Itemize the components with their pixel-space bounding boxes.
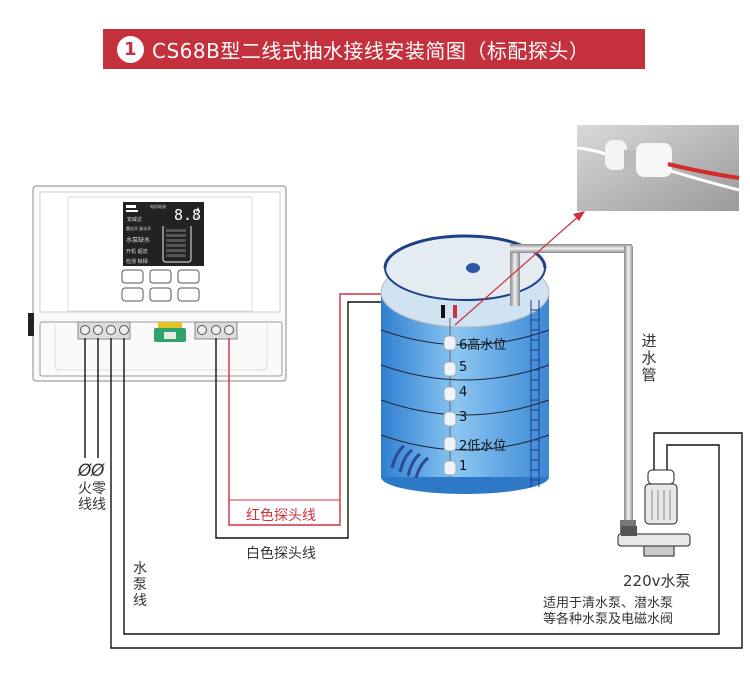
probe-pointer-arrow xyxy=(573,211,585,221)
terminal-screw xyxy=(211,325,221,335)
inlet-pipe-label: 进水管 xyxy=(641,332,657,384)
step-number-badge: 1 xyxy=(117,35,144,63)
red-probe-connector xyxy=(453,305,457,318)
terminal-screw xyxy=(93,325,103,335)
svg-text:电机电流: 电机电流 xyxy=(150,203,166,209)
probe-photo xyxy=(576,125,740,211)
svg-text:检测 缺相: 检测 缺相 xyxy=(126,258,148,265)
probe-level-label-3: 3 xyxy=(459,410,468,425)
white-probe-wire-label: 白色探头线 xyxy=(246,546,316,562)
live-wire-label: 火线 xyxy=(78,481,92,513)
pump-wire-label: 水泵线 xyxy=(133,561,147,609)
pump-title: 220v水泵 xyxy=(623,572,691,590)
probe-level-label-5: 5 xyxy=(459,360,468,375)
pump-wire-outer xyxy=(110,338,743,649)
probe-float-2 xyxy=(443,436,457,452)
panel-button-5 xyxy=(149,287,172,302)
water-pump xyxy=(617,469,691,557)
lcd-unit: A xyxy=(196,207,201,214)
red-label-box xyxy=(228,499,341,526)
svg-text:开机 超流: 开机 超流 xyxy=(126,248,148,255)
left-terminal-strip xyxy=(77,321,131,340)
controller-unit: 安威达 电机电流 8.8 A 分 重启开 缺水开 水泵缺水 开机 超流 检测 缺… xyxy=(28,185,287,382)
lcd-digits: 8.8 xyxy=(174,206,201,224)
probe-float-3 xyxy=(443,411,457,427)
tank-base-supports xyxy=(390,444,429,479)
pump-description-line1: 适用于清水泵、潜水泵 xyxy=(543,596,674,611)
panel-button-2 xyxy=(149,269,172,284)
probe-pointer-line xyxy=(454,214,581,326)
panel-button-1 xyxy=(121,269,144,284)
probe-float-4 xyxy=(443,386,457,402)
pump-wire-inner xyxy=(123,338,720,635)
probe-float-6 xyxy=(443,335,457,351)
tank-vent xyxy=(466,263,480,273)
lcd-brand: 安威达 xyxy=(127,216,142,223)
live-phase-symbol: Ø xyxy=(78,461,92,481)
fuse-yellow xyxy=(158,322,182,328)
white-probe-connector xyxy=(441,305,445,318)
probe-level-label-2: 2低水位 xyxy=(459,439,507,454)
panel-button-4 xyxy=(121,287,144,302)
probe-level-label-6: 6高水位 xyxy=(459,338,507,353)
title-banner: 1 CS68B型二线式抽水接线安装简图（标配探头） xyxy=(103,29,645,69)
probe-level-label-4: 4 xyxy=(459,385,468,400)
probe-float-1 xyxy=(443,460,457,476)
panel-button-6 xyxy=(177,287,200,302)
panel-button-3 xyxy=(177,269,200,284)
terminal-screw xyxy=(80,325,90,335)
title-text: CS68B型二线式抽水接线安装简图（标配探头） xyxy=(152,38,590,63)
svg-text:分: 分 xyxy=(196,214,200,220)
terminal-screw xyxy=(119,325,129,335)
tank-ladder xyxy=(530,300,540,487)
water-tank xyxy=(380,234,550,494)
svg-text:水泵缺水: 水泵缺水 xyxy=(126,236,150,244)
terminal-screw xyxy=(197,325,207,335)
neutral-wire-label: 零线 xyxy=(92,481,106,513)
pump-description-line2: 等各种水泵及电磁水阀 xyxy=(543,612,674,627)
mount-clip xyxy=(28,313,34,336)
probe-floats xyxy=(443,335,457,476)
probe-float-5 xyxy=(443,361,457,377)
svg-text:重启开 缺水开: 重启开 缺水开 xyxy=(126,225,151,231)
probe-level-label-1: 1 xyxy=(459,459,468,474)
red-probe-wire-label: 红色探头线 xyxy=(246,508,316,524)
terminal-screw xyxy=(106,325,116,335)
neutral-phase-symbol: Ø xyxy=(91,461,105,481)
right-terminal-strip xyxy=(194,321,238,340)
terminal-screw xyxy=(224,325,234,335)
